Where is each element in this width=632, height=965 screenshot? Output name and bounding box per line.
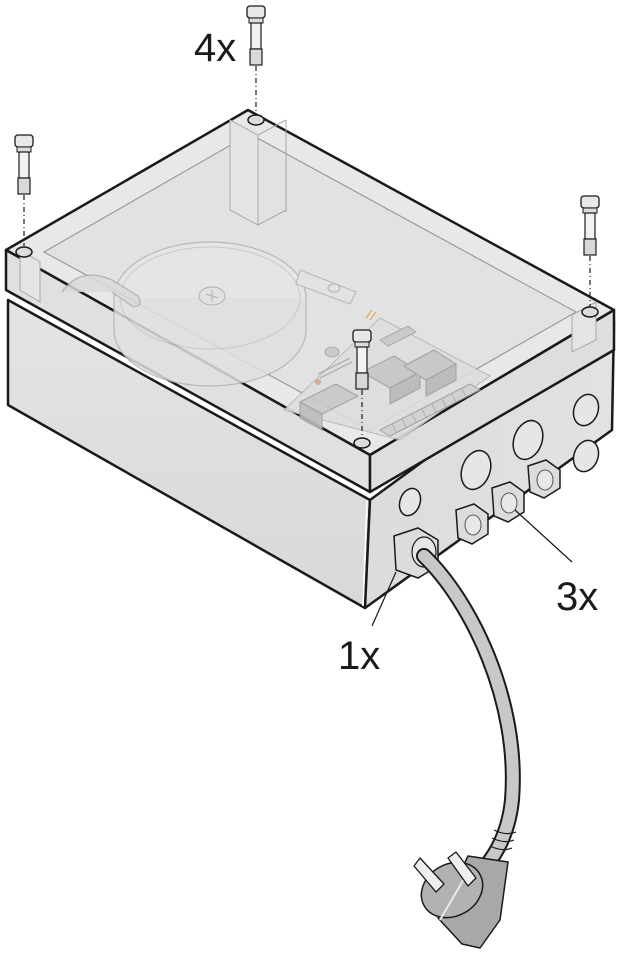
callout-gland-nuts: 3x — [556, 575, 599, 619]
transformer — [61, 241, 357, 387]
knockout-holes — [398, 393, 600, 517]
screw-right — [580, 195, 600, 306]
screw-left — [14, 134, 34, 246]
screw-top — [246, 5, 266, 114]
leader-lines — [371, 509, 573, 627]
power-plug — [413, 851, 509, 949]
callout-cord-gland: 1x — [338, 634, 381, 678]
control-board — [283, 309, 491, 441]
callout-lid-screws: 4x — [194, 26, 237, 70]
power-cable — [416, 548, 521, 884]
gland-nuts-3x — [455, 459, 561, 545]
screw-front — [352, 329, 372, 437]
